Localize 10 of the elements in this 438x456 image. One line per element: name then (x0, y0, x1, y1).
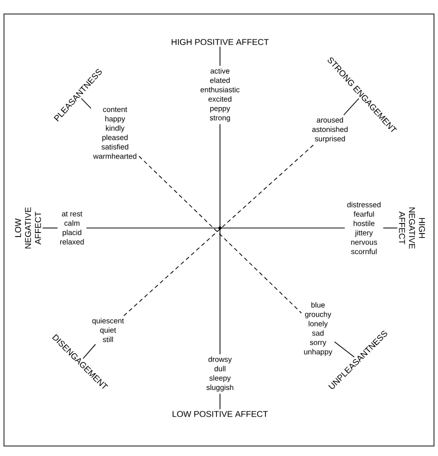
leader-line (82, 344, 96, 359)
axis-label: HIGH POSITIVE AFFECT (172, 39, 269, 45)
leader-line (343, 98, 360, 116)
leader-line (80, 98, 92, 109)
axis-label: LOW NEGATIVE AFFECT (15, 207, 41, 248)
axis-label: LOW POSITIVE AFFECT (172, 411, 268, 417)
leader-line (334, 341, 355, 358)
axis-line (123, 144, 314, 316)
axis-line (138, 156, 302, 314)
axis-label: HIGH NEGATIVE AFFECT (399, 208, 425, 249)
